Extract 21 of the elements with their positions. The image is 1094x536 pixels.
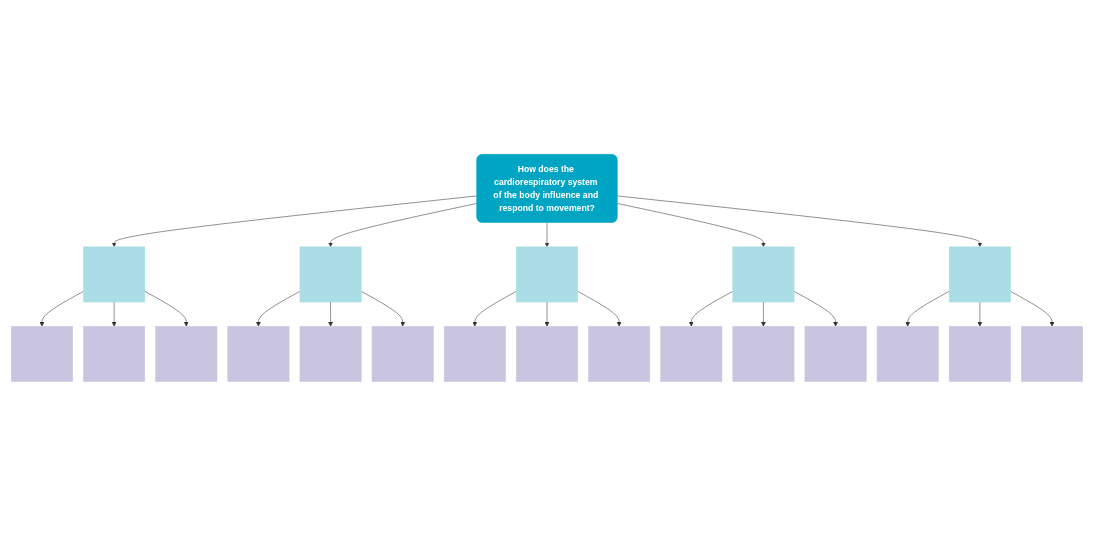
empty-answer-box: [660, 326, 723, 382]
empty-answer-box: [948, 326, 1011, 382]
topic-box: [948, 246, 1011, 303]
empty-answer-box: [227, 326, 290, 382]
empty-answer-box: [876, 326, 939, 382]
empty-answer-box: [83, 326, 146, 382]
topic-box: [83, 246, 146, 303]
empty-answer-box: [516, 326, 578, 382]
empty-answer-box: [804, 326, 867, 382]
question-box: How does the cardiorespiratory system of the body influence and respond to movement?: [476, 154, 618, 223]
topic-box: [732, 246, 795, 303]
empty-answer-box: [588, 326, 651, 382]
empty-answer-box: [155, 326, 218, 382]
empty-answer-box: [11, 326, 73, 382]
empty-answer-box: [443, 326, 506, 382]
topic-box: [299, 246, 362, 303]
topic-box: [516, 246, 578, 303]
empty-answer-box: [1021, 326, 1083, 382]
empty-answer-box: [299, 326, 362, 382]
empty-answer-box: [371, 326, 434, 382]
empty-answer-box: [732, 326, 795, 382]
